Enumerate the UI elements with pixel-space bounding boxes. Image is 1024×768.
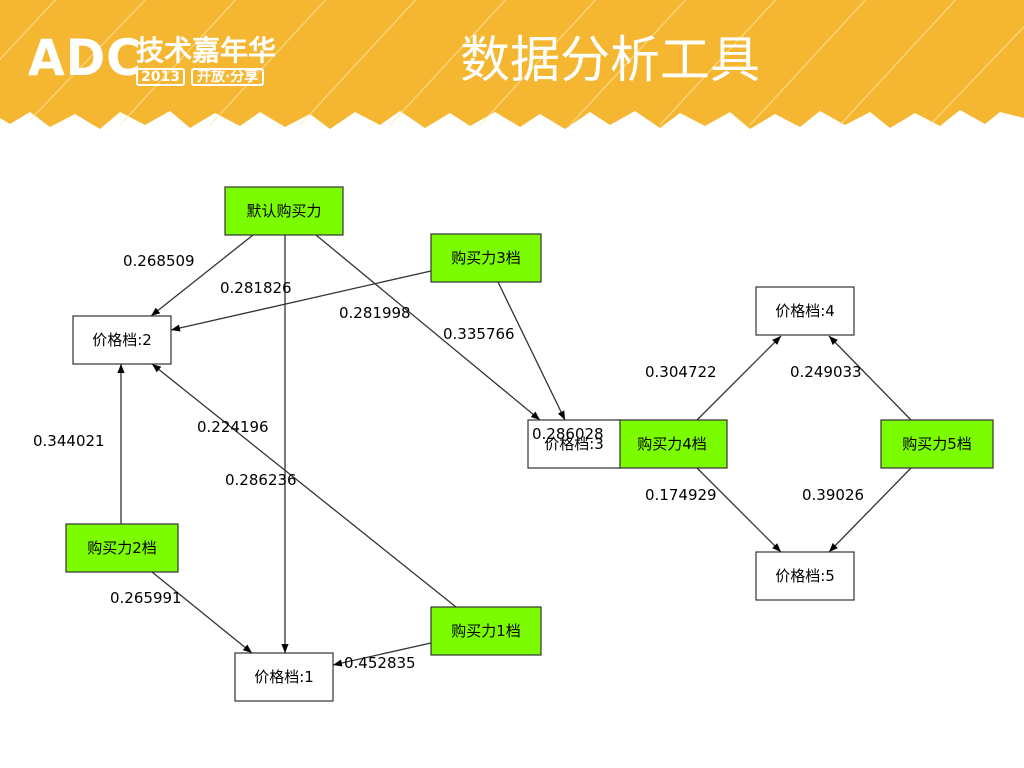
purchase-power-node-box [430, 606, 542, 656]
purchase-power-node-box [880, 419, 994, 469]
edge-p2-to-price1 [151, 571, 253, 654]
node-price5: 价格档:5 [755, 551, 855, 601]
node-p4: 购买力4档 [616, 419, 728, 469]
edge-p1-to-price2 [151, 363, 457, 608]
edge-weight-label: 0.249033 [790, 363, 862, 381]
node-label: 价格档:5 [775, 567, 835, 585]
node-price3: 价格档:3 [527, 419, 621, 469]
purchase-power-node-box [430, 233, 542, 283]
edge-weight-label: 0.174929 [645, 486, 717, 504]
logo-year: 2013 [136, 68, 185, 86]
edge-weight-label: 0.452835 [344, 654, 416, 672]
edge-weight-label: 0.286028 [532, 425, 604, 443]
edge-weight-label: 0.224196 [197, 418, 269, 436]
node-price2: 价格档:2 [72, 315, 172, 365]
price-tier-node-box [527, 419, 621, 469]
node-price4: 价格档:4 [755, 286, 855, 336]
node-label: 默认购买力 [246, 202, 321, 220]
edge-weight-label: 0.335766 [443, 325, 515, 343]
price-tier-node-box [755, 286, 855, 336]
edge-weight-label: 0.265991 [110, 589, 182, 607]
edge-default-to-price3 [315, 234, 541, 421]
purchase-power-node-box [616, 419, 728, 469]
node-label: 购买力5档 [902, 435, 972, 453]
node-price1: 价格档:1 [234, 652, 334, 702]
node-label: 购买力2档 [87, 539, 157, 557]
edge-labels-layer: 0.268509 0.281826 0.281998 0.335766 0.224196… [33, 252, 864, 672]
edge-p5-to-price4 [828, 335, 912, 421]
node-label: 购买力3档 [451, 249, 521, 267]
edge-weight-label: 0.39026 [802, 486, 864, 504]
edge-weight-label: 0.286236 [225, 471, 297, 489]
logo-brand: ADC [28, 29, 142, 87]
price-tier-node-box [755, 551, 855, 601]
edge-p4-to-price4 [696, 335, 782, 421]
header-banner: ADC 技术嘉年华 2013 开放·分享 数据分析工具 [0, 0, 1024, 135]
edge-default-to-price2 [150, 234, 254, 317]
node-label: 价格档:2 [92, 331, 152, 349]
edge-p1-to-price1 [332, 642, 432, 667]
node-p3: 购买力3档 [430, 233, 542, 283]
purchase-power-node-box [65, 523, 179, 573]
logo-motto: 开放·分享 [190, 68, 265, 86]
node-label: 价格档:1 [254, 668, 314, 686]
edge-p3-to-price2 [170, 270, 432, 332]
edge-weight-label: 0.281998 [339, 304, 411, 322]
node-label: 价格档:4 [775, 302, 835, 320]
edge-weight-label: 0.268509 [123, 252, 195, 270]
banner-background [0, 0, 1024, 129]
price-tier-node-box [234, 652, 334, 702]
node-label: 购买力1档 [451, 622, 521, 640]
edge-p4-to-price5 [696, 467, 782, 553]
edge-p3-to-price3 [497, 281, 566, 421]
node-p5: 购买力5档 [880, 419, 994, 469]
edge-weight-label: 0.281826 [220, 279, 292, 297]
edge-weight-label: 0.344021 [33, 432, 105, 450]
slide-title: 数据分析工具 [460, 31, 760, 89]
edge-weight-label: 0.304722 [645, 363, 717, 381]
node-p2: 购买力2档 [65, 523, 179, 573]
logo-event-name: 技术嘉年华 [136, 34, 277, 67]
node-label: 购买力4档 [637, 435, 707, 453]
logo-subline: 2013 开放·分享 [136, 68, 265, 86]
node-label: 价格档:3 [544, 435, 604, 453]
node-p1: 购买力1档 [430, 606, 542, 656]
price-tier-node-box [72, 315, 172, 365]
purchase-power-node-box [224, 186, 344, 236]
node-default: 默认购买力 [224, 186, 344, 236]
edge-p5-to-price5 [828, 467, 912, 553]
